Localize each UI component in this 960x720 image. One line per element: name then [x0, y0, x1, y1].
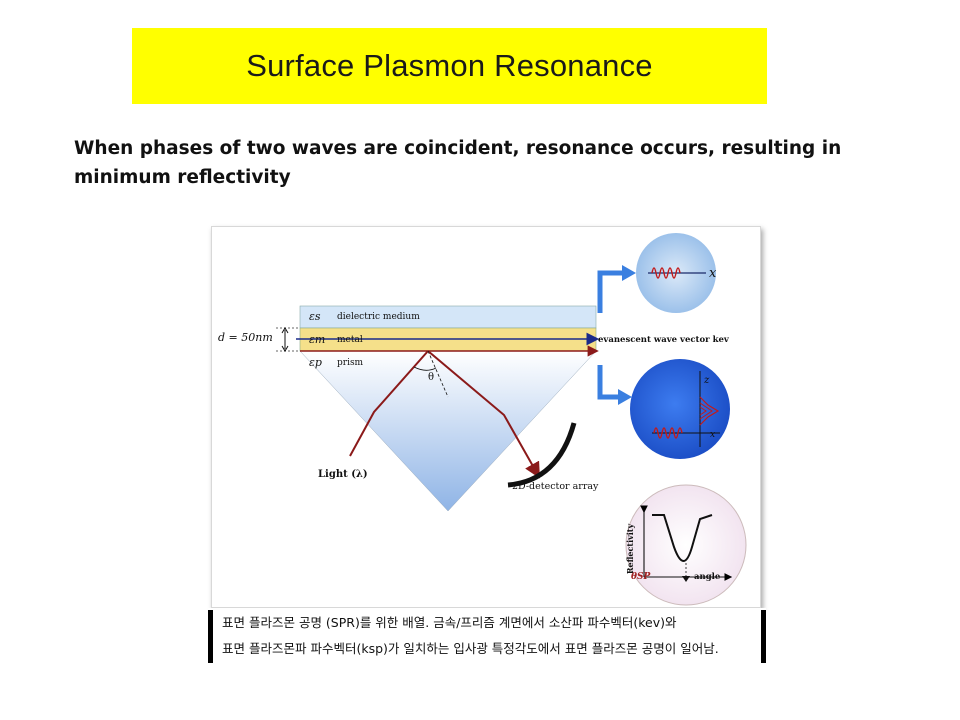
spr-figure: εs dielectric medium εm metal εp prism d…: [211, 226, 761, 608]
arrow-to-top-circle: [597, 270, 624, 313]
light-label: Light (λ): [318, 469, 368, 480]
arrow-to-middle-circle: [597, 365, 620, 400]
reflectivity-curve: [652, 514, 713, 562]
reflected-beam: [427, 350, 540, 479]
label-prism: prism: [337, 358, 364, 368]
incident-beam: [349, 350, 429, 457]
axis-x-label-mid: x: [710, 430, 715, 440]
caption-left-bar: [208, 610, 213, 663]
page-title: Surface Plasmon Resonance: [246, 48, 653, 83]
label-dielectric: dielectric medium: [337, 312, 420, 322]
plot-ylabel: Reflectivity: [625, 524, 635, 575]
detector-label: 2D-detector array: [512, 481, 599, 492]
caption-line-1: 표면 플라즈몬 공명 (SPR)를 위한 배열. 금속/프리즘 계면에서 소산파…: [222, 615, 677, 630]
title-banner: Surface Plasmon Resonance: [132, 28, 767, 104]
evanescent-label: evanescent wave vector kev: [598, 335, 730, 345]
label-metal: metal: [337, 335, 363, 345]
caption-box: 표면 플라즈몬 공명 (SPR)를 위한 배열. 금속/프리즘 계면에서 소산파…: [208, 608, 766, 664]
circle-z-decay: [630, 359, 730, 459]
detector-array: [507, 422, 577, 488]
angle-theta: θ: [428, 372, 434, 383]
symbol-prism: εp: [309, 356, 322, 369]
axis-x-label-top: x: [709, 266, 717, 281]
symbol-dielectric: εs: [309, 310, 321, 323]
caption-line-2: 표면 플라즈몬파 파수벡터(ksp)가 일치하는 입사광 특정각도에서 표면 플…: [222, 641, 719, 656]
subtitle: When phases of two waves are coincident,…: [74, 138, 842, 188]
plot-theta-label: θSP: [631, 572, 651, 582]
thickness-label: d = 50nm: [218, 331, 273, 344]
caption-right-bar: [761, 610, 766, 663]
symbol-metal: εm: [309, 333, 325, 346]
axis-z-label: z: [703, 375, 710, 386]
spr-diagram: εs dielectric medium εm metal εp prism d…: [218, 233, 747, 606]
plot-xlabel: angle: [694, 572, 721, 582]
